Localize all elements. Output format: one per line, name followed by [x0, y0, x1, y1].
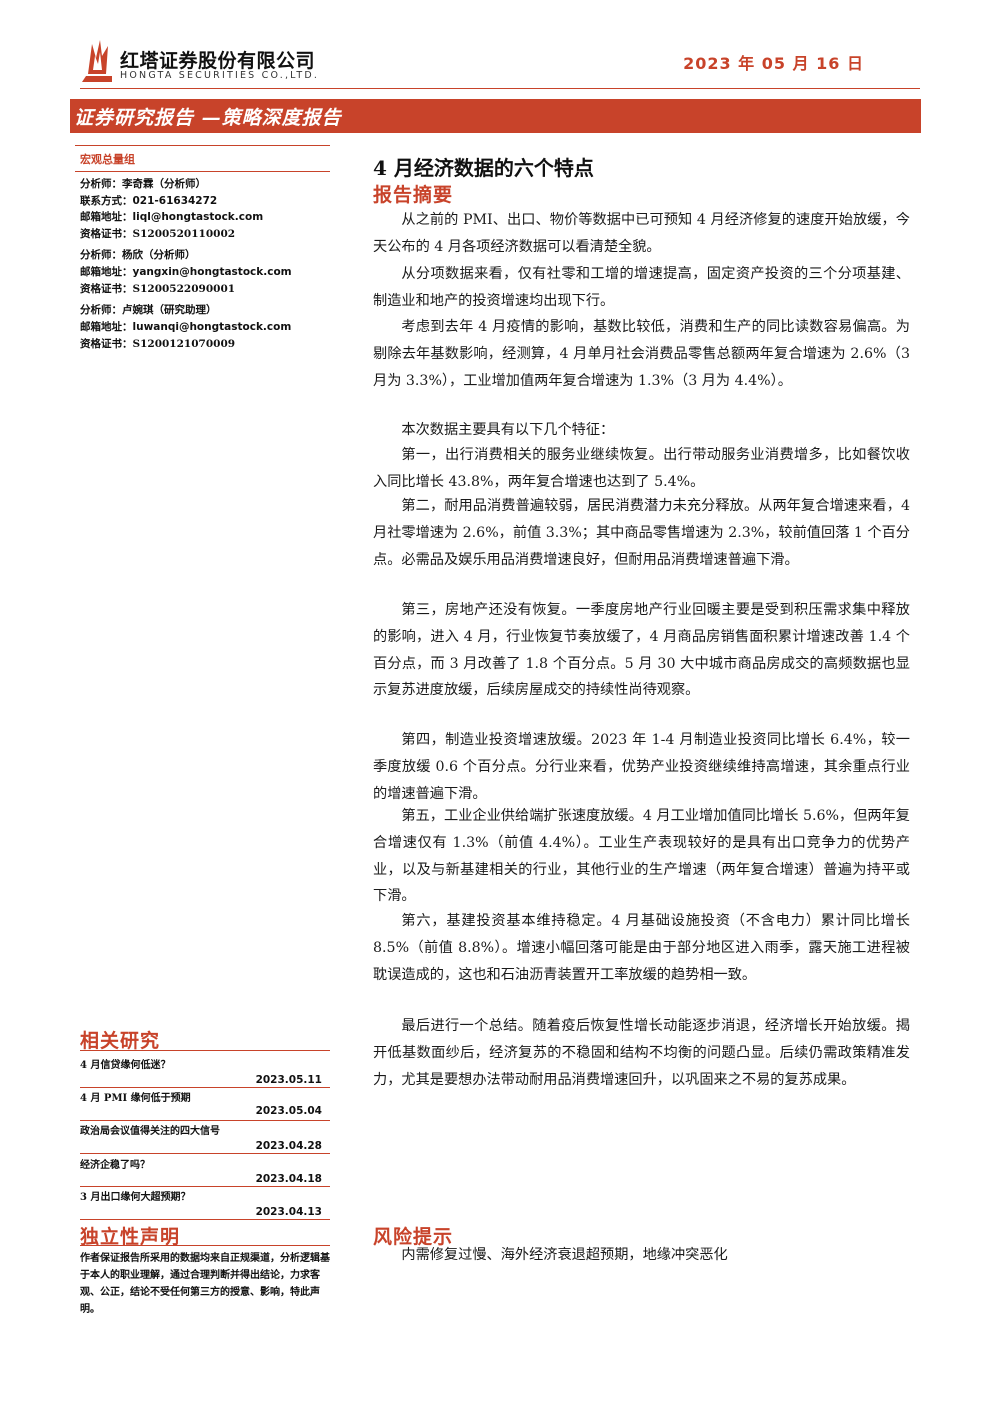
related-item-title[interactable]: 政治局会议值得关注的四大信号 [80, 1126, 220, 1137]
header-divider [80, 88, 920, 89]
risk-text: 内需修复过慢、海外经济衰退超预期，地缘冲突恶化 [401, 1247, 728, 1263]
team-name: 宏观总量组 [80, 153, 135, 166]
analyst-name: 分析师：李奇霖（分析师） [80, 178, 206, 190]
related-rule [80, 1050, 330, 1051]
analyst-email[interactable]: 邮箱地址：yangxin@hongtastock.com [80, 266, 292, 278]
disclaimer-heading: 独立性声明 [80, 1226, 181, 1248]
related-rule [80, 1087, 330, 1088]
summary-paragraph: 第一，出行消费相关的服务业继续恢复。出行带动服务业消费增多，比如餐饮收入同比增长… [373, 447, 910, 490]
related-rule [80, 1219, 330, 1220]
analyst-email[interactable]: 邮箱地址：liql@hongtastock.com [80, 211, 264, 223]
analyst-name: 分析师：杨欣（分析师） [80, 249, 196, 261]
related-rule [80, 1153, 330, 1154]
related-rule [80, 1186, 330, 1187]
company-name-en: HONGTA SECURITIES CO.,LTD. [120, 70, 320, 81]
related-item-title[interactable]: 3 月出口缘何大超预期？ [80, 1192, 191, 1203]
related-item-date: 2023.05.11 [255, 1074, 322, 1086]
summary-paragraph: 第五，工业企业供给端扩张速度放缓。4 月工业增加值同比增长 5.6%，但两年复合… [373, 808, 910, 905]
related-item-title[interactable]: 4 月信贷缘何低迷？ [80, 1060, 171, 1071]
summary-heading: 报告摘要 [373, 184, 454, 206]
report-type: 证券研究报告 —策略深度报告 [74, 107, 342, 129]
related-item-title[interactable]: 4 月 PMI 缘何低于预期 [80, 1093, 191, 1104]
analyst-contact: 联系方式：021-61634272 [80, 195, 218, 207]
summary-paragraph: 第六，基建投资基本维持稳定。4 月基础设施投资（不含电力）累计同比增长 8.5%… [373, 913, 910, 983]
report-date: 2023 年 05 月 16 日 [683, 54, 864, 73]
analyst-certificate: 资格证书：S1200520110002 [80, 228, 236, 240]
analyst-certificate: 资格证书：S1200522090001 [80, 283, 236, 295]
related-item-date: 2023.04.13 [255, 1206, 322, 1218]
risk-heading: 风险提示 [373, 1226, 454, 1248]
company-name-cn: 红塔证券股份有限公司 [120, 50, 316, 72]
analyst-email[interactable]: 邮箱地址：luwanqi@hongtastock.com [80, 321, 292, 333]
analyst-certificate: 资格证书：S1200121070009 [80, 338, 236, 350]
disclaimer-text: 作者保证报告所采用的数据均来自正规渠道，分析逻辑基于本人的职业理解，通过合理判断… [80, 1253, 330, 1315]
summary-paragraph: 第二，耐用品消费普遍较弱，居民消费潜力未充分释放。从两年复合增速来看，4 月社零… [373, 498, 910, 568]
related-item-date: 2023.04.18 [255, 1173, 322, 1185]
analyst-name: 分析师：卢婉琪（研究助理） [80, 304, 217, 316]
sidebar-team-rule [75, 171, 330, 172]
summary-paragraph: 最后进行一个总结。随着疫后恢复性增长动能逐步消退，经济增长开始放缓。揭开低基数面… [373, 1018, 910, 1088]
related-item-title[interactable]: 经济企稳了吗？ [80, 1160, 150, 1171]
related-rule [80, 1120, 330, 1121]
report-title: 4 月经济数据的六个特点 [373, 156, 594, 180]
summary-paragraph: 第四，制造业投资增速放缓。2023 年 1-4 月制造业投资同比增长 6.4%，… [373, 732, 910, 802]
summary-paragraph: 本次数据主要具有以下几个特征： [401, 422, 615, 438]
disclaimer-rule [80, 1245, 330, 1246]
summary-paragraph: 第三，房地产还没有恢复。一季度房地产行业回暖主要是受到积压需求集中释放的影响，进… [373, 602, 910, 699]
related-item-date: 2023.05.04 [255, 1105, 322, 1117]
summary-paragraph: 从分项数据来看，仅有社零和工增的增速提高，固定资产投资的三个分项基建、制造业和地… [373, 266, 910, 309]
sidebar-top-rule [75, 145, 330, 146]
related-item-date: 2023.04.28 [255, 1140, 322, 1152]
report-type-banner [70, 99, 921, 133]
summary-paragraph: 考虑到去年 4 月疫情的影响，基数比较低，消费和生产的同比读数容易偏高。为剔除去… [373, 319, 910, 389]
related-research-heading: 相关研究 [80, 1030, 161, 1052]
summary-paragraph: 从之前的 PMI、出口、物价等数据中已可预知 4 月经济修复的速度开始放缓，今天… [373, 212, 910, 255]
company-logo-icon [82, 40, 112, 82]
